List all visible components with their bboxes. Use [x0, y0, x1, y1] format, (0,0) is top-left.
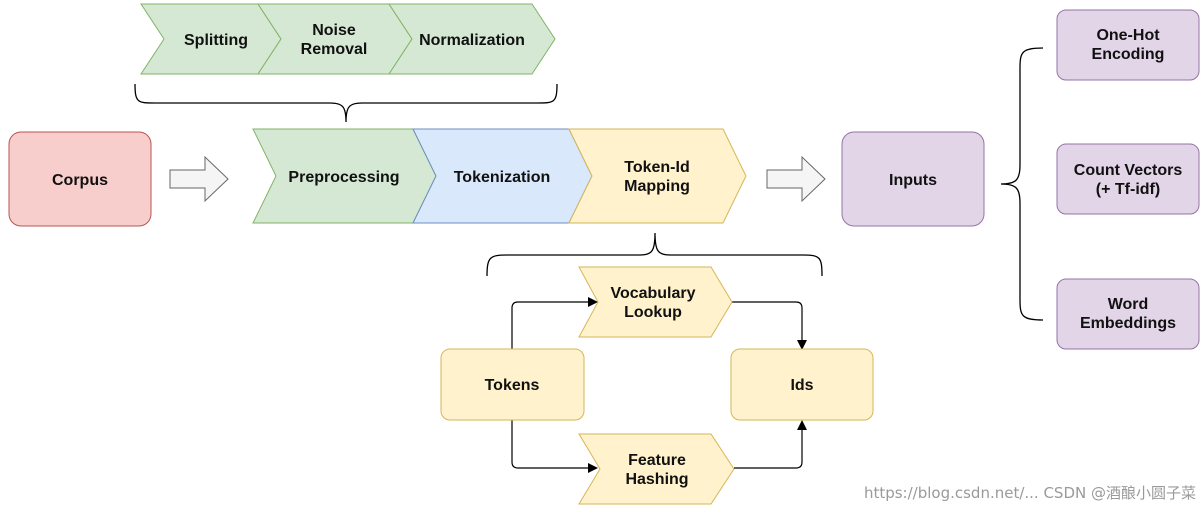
one-hot-encoding-box [1056, 9, 1200, 81]
feature-hashing-step [578, 433, 735, 505]
one-hot-label-line2: Encoding [1092, 46, 1165, 63]
normalization-step [388, 3, 556, 75]
word-embeddings-box [1056, 278, 1200, 350]
tokenization-label: Tokenization [454, 169, 551, 186]
mapping-brace [486, 232, 823, 277]
flow-arrow-1 [169, 155, 229, 203]
tokens-label: Tokens [485, 377, 540, 394]
one-hot-label-line1: One-Hot [1096, 27, 1160, 44]
count-vectors-label-line1: Count Vectors [1074, 162, 1183, 179]
noise-removal-label-line2: Removal [301, 41, 368, 58]
noise-removal-label-line1: Noise [312, 22, 356, 39]
count-vectors-label-line2: (+ Tf-idf) [1096, 181, 1160, 198]
inputs-box [841, 131, 985, 227]
watermark-text: https://blog.csdn.net/... CSDN @酒酿小圆子菜 [864, 484, 1196, 502]
hashing-to-ids-connector [734, 420, 807, 469]
right-brace [1000, 47, 1044, 321]
feature-hashing-label-line1: Feature [628, 452, 686, 469]
vocabulary-lookup-label-line1: Vocabulary [610, 285, 695, 302]
token-id-mapping-label-line2: Mapping [624, 178, 690, 195]
feature-hashing-label-line2: Hashing [625, 471, 688, 488]
normalization-label: Normalization [419, 32, 525, 49]
tokens-to-hashing-connector [511, 420, 598, 473]
flow-arrow-2 [766, 155, 826, 203]
vocabulary-lookup-label-line2: Lookup [624, 304, 682, 321]
mapping-connectors [511, 297, 807, 473]
word-embeddings-label-line2: Embeddings [1080, 315, 1176, 332]
word-embeddings-label-line1: Word [1108, 296, 1149, 313]
main-pipeline: Preprocessing Tokenization Token-Id Mapp… [252, 128, 747, 224]
noise-removal-step [257, 3, 413, 75]
top-brace [134, 83, 558, 123]
vocabulary-to-ids-connector [728, 301, 807, 350]
tokens-to-vocabulary-connector [511, 297, 598, 349]
vocabulary-lookup-step [578, 266, 733, 338]
token-id-mapping-stage [568, 128, 747, 224]
ids-box [730, 348, 874, 421]
inputs-label: Inputs [889, 172, 937, 189]
splitting-label: Splitting [184, 32, 248, 49]
token-id-mapping-label-line1: Token-Id [624, 159, 689, 176]
tokens-box [440, 348, 585, 421]
preprocessing-label: Preprocessing [288, 169, 399, 186]
ids-label: Ids [790, 377, 813, 394]
corpus-box [8, 131, 152, 227]
preprocessing-steps: Splitting Noise Removal Normalization [140, 3, 556, 75]
count-vectors-box [1056, 143, 1200, 215]
corpus-label: Corpus [52, 172, 108, 189]
